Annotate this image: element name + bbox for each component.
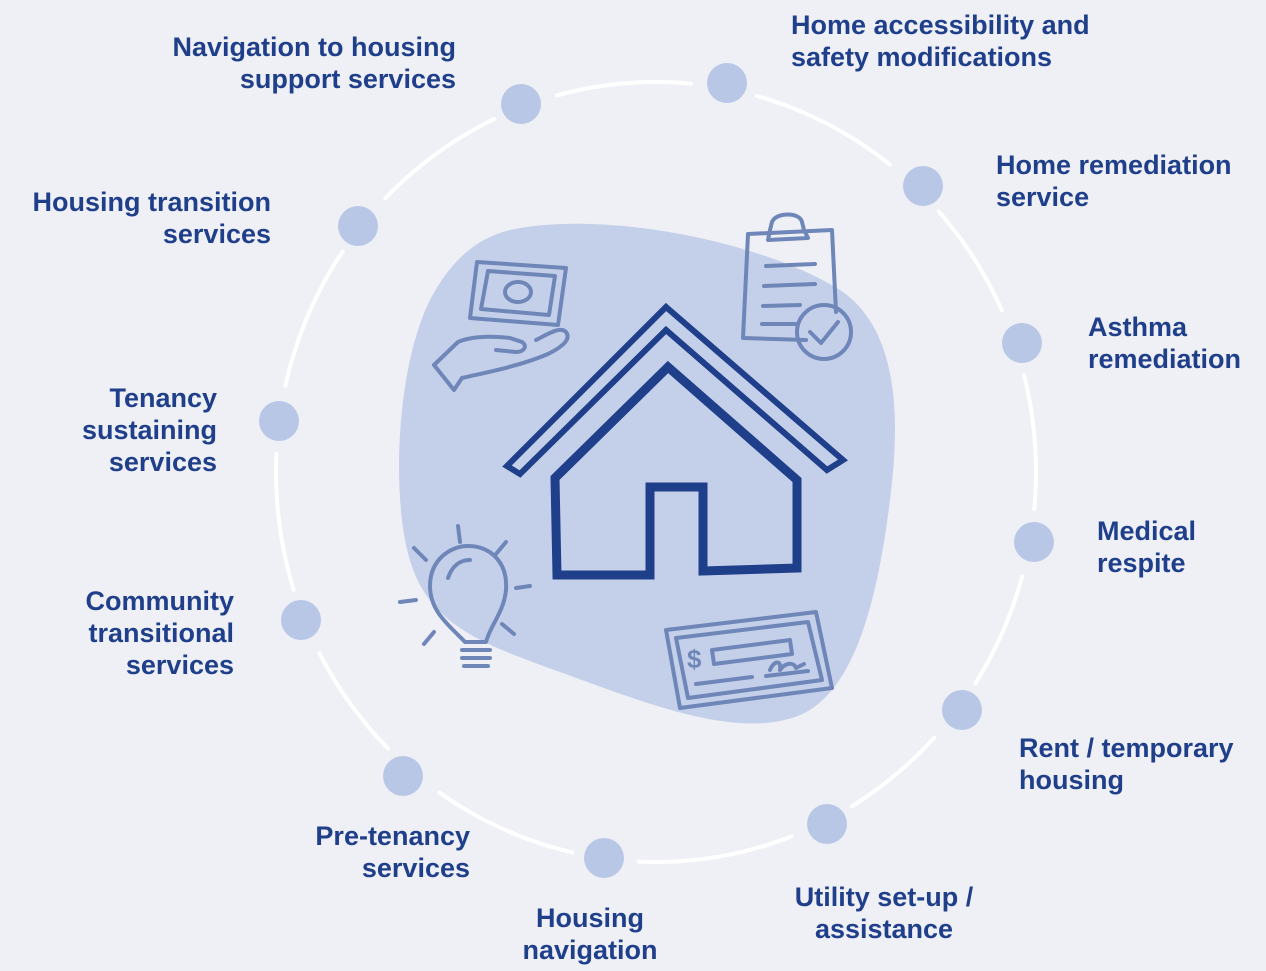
ring-arc xyxy=(437,790,575,855)
ring-node xyxy=(501,84,541,124)
ring-arc xyxy=(274,452,296,592)
ring-node xyxy=(383,756,423,796)
service-ring xyxy=(274,80,1038,864)
ring-arc xyxy=(383,117,497,201)
ring-arc xyxy=(317,651,391,751)
service-label-medical-respite: Medical respite xyxy=(1097,516,1197,578)
ring-node xyxy=(807,804,847,844)
ring-node xyxy=(584,838,624,878)
service-label-utility-setup: Utility set-up / assistance xyxy=(794,882,974,944)
ring-arc xyxy=(936,209,1004,313)
service-label-navigation-to-housing-support: Navigation to housing support services xyxy=(172,32,457,94)
ring-node xyxy=(1014,522,1054,562)
svg-text:$: $ xyxy=(687,644,702,674)
ring-node xyxy=(1002,323,1042,363)
ring-node xyxy=(259,401,299,441)
check-payment-icon: $ xyxy=(664,610,834,710)
ring-arc xyxy=(555,80,693,98)
ring-node xyxy=(338,206,378,246)
ring-arc xyxy=(754,94,892,167)
ring-arc xyxy=(973,574,1025,686)
service-label-tenancy-sustaining: Tenancy sustaining services xyxy=(81,383,217,477)
service-label-home-accessibility: Home accessibility and safety modificati… xyxy=(791,10,1090,72)
service-label-pre-tenancy: Pre-tenancy services xyxy=(315,821,470,883)
ring-arc xyxy=(636,834,794,864)
ring-node xyxy=(281,600,321,640)
ring-nodes xyxy=(259,63,1054,878)
service-label-asthma-remediation: Asthma remediation xyxy=(1088,312,1242,374)
service-label-home-remediation: Home remediation service xyxy=(996,150,1232,212)
ring-node xyxy=(903,166,943,206)
ring-node xyxy=(942,690,982,730)
ring-arc xyxy=(1022,373,1038,511)
ring-arc xyxy=(849,735,937,809)
service-label-rent-temporary-housing: Rent / temporary housing xyxy=(1019,733,1234,795)
ring-node xyxy=(707,63,747,103)
lightbulb-icon xyxy=(398,524,532,668)
service-label-housing-transition: Housing transition services xyxy=(32,187,272,249)
money-hand-icon xyxy=(432,260,570,392)
service-label-housing-navigation: Housing navigation xyxy=(522,903,658,965)
ring-arc xyxy=(283,249,345,388)
house-icon xyxy=(502,302,849,580)
clipboard-check-icon xyxy=(741,212,853,361)
service-label-community-transitional: Community transitional services xyxy=(85,586,235,680)
